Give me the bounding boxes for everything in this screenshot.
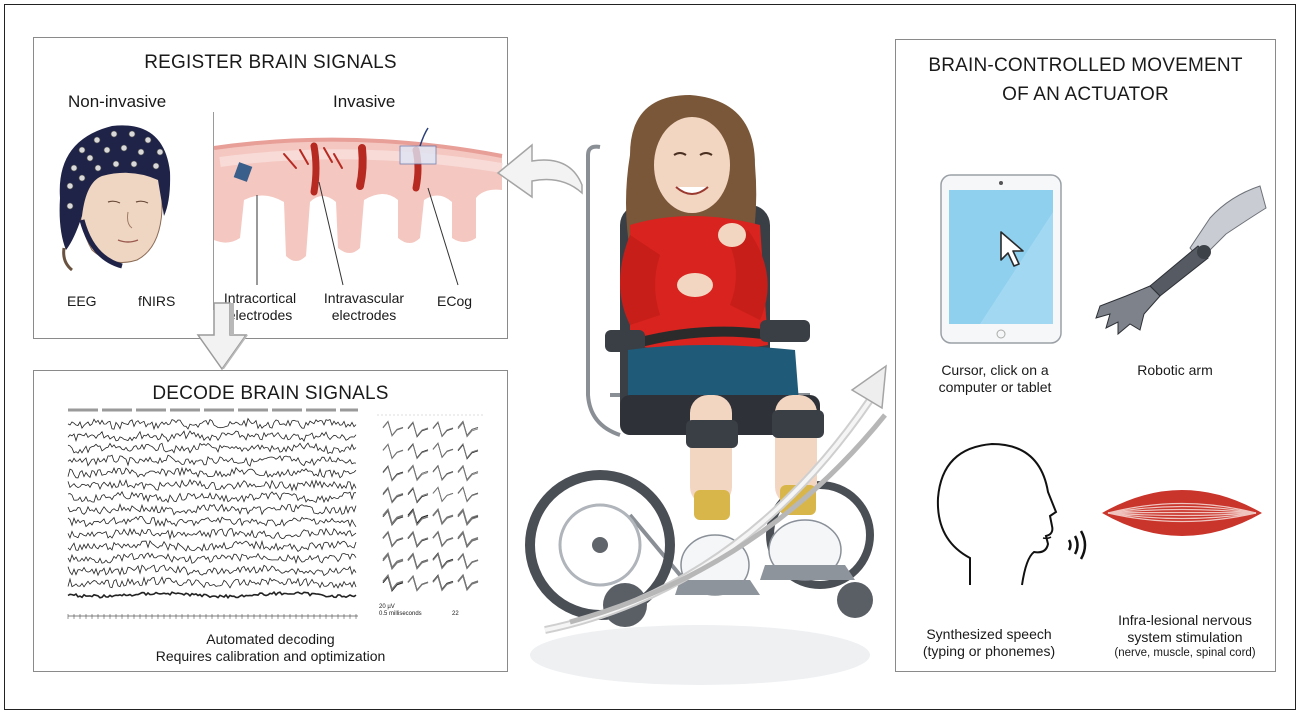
spike-waveform [408, 554, 428, 568]
eeg-trace [68, 565, 356, 575]
eeg-trace [68, 592, 356, 598]
spike-waveform [383, 532, 403, 546]
robotic-arm-illustration [1080, 178, 1270, 338]
spike-waveform [408, 576, 428, 590]
spike-waveform [458, 554, 478, 568]
speech-label-2: (typing or phonemes) [914, 642, 1064, 660]
tick-label-22: 22 [452, 611, 459, 617]
intravascular-label-2: electrodes [321, 306, 407, 324]
spike-waveform [408, 511, 428, 525]
muscle-illustration [1102, 488, 1262, 538]
eeg-trace [68, 553, 356, 563]
scale-bar-ms: 0.5 milliseconds [379, 611, 422, 617]
eeg-trace [68, 529, 356, 539]
eeg-trace [68, 455, 356, 466]
curved-arrow-to-register [490, 135, 590, 205]
cursor-label-1: Cursor, click on a [920, 361, 1070, 379]
eeg-trace [68, 468, 356, 478]
spike-waveform [383, 509, 403, 523]
spike-waveform [458, 422, 478, 436]
spike-waveform [458, 444, 478, 458]
robotic-arm-label: Robotic arm [1110, 361, 1240, 379]
spike-waveform [383, 575, 403, 589]
spike-waveform [433, 575, 453, 589]
head-profile-icon [930, 440, 1060, 590]
sweeping-arrow-to-actuator [540, 360, 900, 640]
decode-caption-1: Automated decoding [33, 630, 508, 648]
eeg-traces-plot [68, 408, 360, 623]
spike-waveform [433, 576, 453, 590]
eeg-trace [68, 443, 356, 453]
ecog-label: ECog [437, 292, 472, 310]
spike-waveform [408, 422, 428, 436]
spike-waveform [458, 575, 478, 589]
scale-bar-uv: 20 µV [379, 604, 395, 610]
spike-waveform [383, 444, 403, 458]
pointer-arrow-icon [999, 230, 1031, 270]
spike-waveform [458, 532, 478, 546]
spike-waveform [433, 553, 453, 567]
spike-waveform [383, 466, 403, 480]
stim-label-2: system stimulation [1100, 628, 1270, 646]
spike-waveform [458, 466, 478, 480]
spike-waveform [383, 487, 403, 501]
actuator-title-2: OF AN ACTUATOR [895, 84, 1276, 106]
stim-label-1: Infra-lesional nervous [1100, 611, 1270, 629]
spike-waveform [383, 553, 403, 567]
spike-waveform [408, 488, 428, 502]
spike-waveform [433, 554, 453, 568]
stim-detail-label: (nerve, muscle, spinal cord) [1095, 646, 1275, 660]
decode-caption-2: Requires calibration and optimization [33, 647, 508, 665]
eeg-trace [68, 541, 356, 552]
spike-waveform [433, 443, 453, 457]
spike-waveform [458, 509, 478, 523]
eeg-trace [68, 504, 356, 514]
actuator-title-1: BRAIN-CONTROLLED MOVEMENT [895, 55, 1276, 77]
spike-waveform [433, 532, 453, 546]
intravascular-label-1: Intravascular [321, 289, 407, 307]
spike-waveform [458, 576, 478, 590]
spike-waveforms-plot [377, 414, 485, 610]
eeg-trace [68, 516, 356, 527]
eeg-trace [68, 577, 356, 588]
decode-title: DECODE BRAIN SIGNALS [33, 383, 508, 405]
spike-waveform [408, 555, 428, 569]
spike-waveform [433, 466, 453, 480]
sound-waves-icon [1066, 528, 1090, 562]
spike-waveform [433, 488, 453, 502]
down-arrow [192, 303, 252, 371]
spike-waveform [433, 509, 453, 523]
speech-label-1: Synthesized speech [914, 625, 1064, 643]
eeg-trace [68, 419, 356, 430]
eeg-trace [68, 431, 356, 442]
spike-waveform [408, 509, 428, 523]
spike-waveform [408, 465, 428, 479]
spike-waveform [408, 532, 428, 546]
eeg-trace [68, 480, 356, 491]
spike-waveform [408, 444, 428, 458]
cursor-label-2: computer or tablet [920, 378, 1070, 396]
spike-waveform [383, 421, 403, 435]
eeg-trace [68, 492, 356, 503]
spike-waveform [383, 555, 403, 569]
